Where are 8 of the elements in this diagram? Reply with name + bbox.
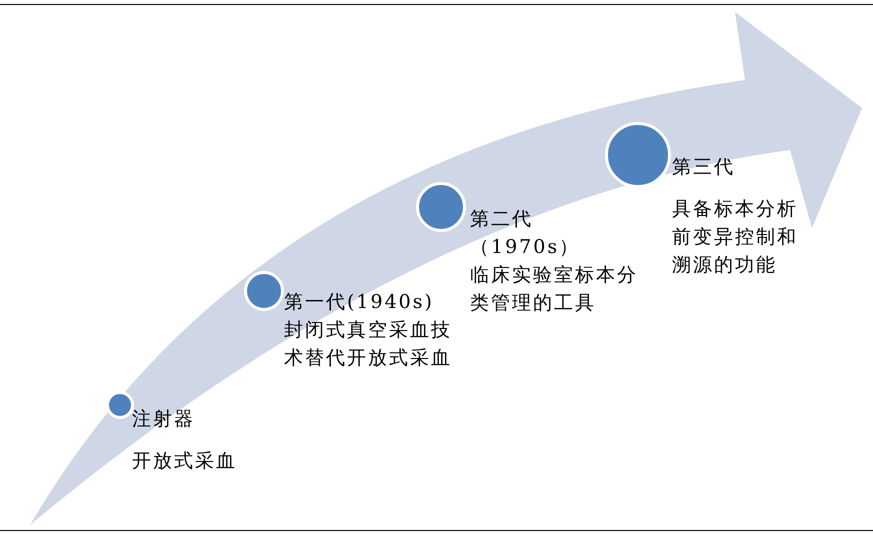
- milestone-description: 临床实验室标本分类管理的工具: [470, 263, 639, 316]
- milestone-title: 第二代（1970s）: [470, 207, 582, 260]
- milestone-title: 注射器: [132, 407, 196, 432]
- milestone-description: 开放式采血: [132, 449, 238, 474]
- milestone-title: 第三代: [672, 155, 736, 180]
- milestone-title: 第一代(1940s): [284, 290, 435, 315]
- milestone-description: 封闭式真空采血技术替代开放式采血: [284, 318, 453, 371]
- milestone-description: 具备标本分析前变异控制和溯源的功能: [672, 197, 799, 278]
